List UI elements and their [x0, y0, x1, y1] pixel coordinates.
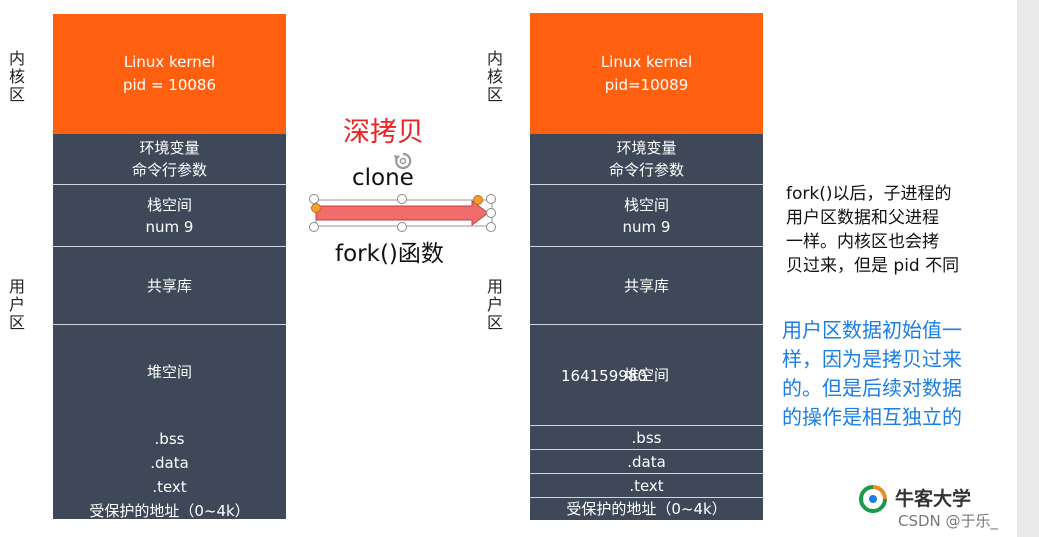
child-data-block: .data — [530, 449, 763, 473]
user-area-label-left: 用户区 — [8, 277, 25, 332]
parent-data-label: .data — [150, 454, 189, 472]
resize-handle-tm[interactable] — [397, 194, 407, 204]
clone-label: clone — [352, 165, 414, 191]
resize-handle-br[interactable] — [486, 222, 496, 232]
heap-address-overlay: 164159980 — [561, 367, 647, 385]
child-stack-block: 栈空间 num 9 — [530, 184, 763, 246]
csdn-credit: CSDN @于乐_ — [898, 512, 999, 530]
child-text-block: .text — [530, 473, 763, 497]
shape-adjust-handle-left[interactable] — [311, 203, 321, 213]
child-kernel-block: Linux kernel pid=10089 — [530, 13, 763, 134]
nowcoder-brand: 牛客大学 — [895, 488, 972, 510]
parent-heap-block: 堆空间 — [53, 324, 286, 419]
rotate-handle-icon — [392, 150, 414, 172]
parent-kernel-block: Linux kernel pid = 10086 — [53, 14, 286, 134]
parent-env-block: 环境变量 命令行参数 — [53, 134, 286, 184]
child-shared-lib-block: 共享库 — [530, 246, 763, 324]
child-heap-block: 堆空间 — [530, 324, 763, 425]
shape-adjust-handle-right[interactable] — [473, 195, 483, 205]
user-area-note: 用户区数据初始值一 样，因为是拷贝过来 的。但是后续对数据 的操作是相互独立的 — [782, 318, 962, 429]
kernel-area-label-left: 内核区 — [8, 49, 25, 104]
fork-description: fork()以后，子进程的 用户区数据和父进程 一样。内核区也会拷 贝过来，但是… — [786, 184, 960, 276]
nowcoder-logo-icon — [858, 484, 888, 514]
child-protected-block: 受保护的地址（0~4k） — [530, 497, 763, 520]
vertical-scrollbar[interactable] — [1017, 0, 1039, 537]
user-area-label-right: 用户区 — [486, 277, 503, 332]
parent-stack-block: 栈空间 num 9 — [53, 184, 286, 246]
resize-handle-bl[interactable] — [309, 222, 319, 232]
kernel-area-label-right: 内核区 — [486, 49, 503, 104]
fork-function-label: fork()函数 — [335, 241, 444, 267]
resize-handle-mr[interactable] — [486, 208, 496, 218]
resize-handle-bm[interactable] — [397, 222, 407, 232]
deep-copy-title: 深拷贝 — [343, 117, 424, 148]
parent-protected-label: 受保护的地址（0~4k） — [89, 502, 250, 520]
parent-shared-lib-block: 共享库 — [53, 246, 286, 324]
child-bss-block: .bss — [530, 425, 763, 449]
parent-data-segments-block: .bss .data .text 受保护的地址（0~4k） — [53, 419, 286, 520]
parent-text-label: .text — [152, 478, 187, 496]
child-env-block: 环境变量 命令行参数 — [530, 134, 763, 184]
resize-handle-tr[interactable] — [486, 194, 496, 204]
parent-bss-label: .bss — [154, 430, 185, 448]
